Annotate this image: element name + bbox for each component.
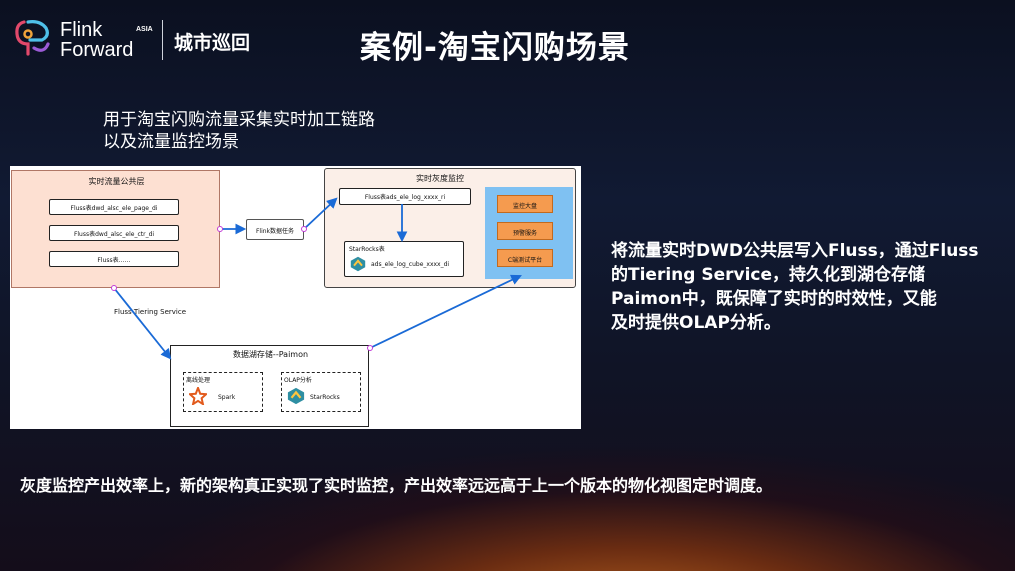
- gray-monitor-box: 实时灰度监控 Fluss表ads_ele_log_xxxx_ri StarRoc…: [324, 168, 576, 288]
- connector-dot: [367, 345, 373, 351]
- app-ctest-button: C端测试平台: [497, 249, 553, 267]
- bottom-statement: 灰度监控产出效率上，新的架构真正实现了实时监控，产出效率远远高于上一个版本的物化…: [20, 476, 773, 495]
- right-description: 将流量实时DWD公共层写入Fluss，通过Fluss 的Tiering Serv…: [611, 239, 1007, 335]
- right-text-line-2-prefix: 的: [611, 265, 628, 285]
- starrocks-label: StarRocks: [310, 394, 340, 401]
- architecture-diagram: 实时流量公共层 Fluss表dwd_alsc_ele_page_di Fluss…: [10, 166, 581, 429]
- app-alert-button: 预警服务: [497, 222, 553, 240]
- public-layer-title: 实时流量公共层: [88, 177, 145, 186]
- app-dashboard-label: 监控大盘: [512, 203, 537, 210]
- subtitle: 用于淘宝闪购流量采集实时加工链路 以及流量监控场景: [103, 109, 375, 153]
- connector-dot: [217, 226, 223, 232]
- public-table-2: Fluss表dwd_alsc_ele_ctr_di: [49, 225, 179, 241]
- public-table-3: Fluss表……: [49, 251, 179, 267]
- right-text-line-2-suffix: ，持久化到湖仓存储: [772, 265, 926, 285]
- monitor-starrocks-table: StarRocks表 ads_ele_log_cube_xxxx_di: [344, 241, 464, 277]
- public-table-1: Fluss表dwd_alsc_ele_page_di: [49, 199, 179, 215]
- monitor-fluss-table: Fluss表ads_ele_log_xxxx_ri: [339, 188, 471, 205]
- right-text-tiering-service: Tiering Service: [628, 265, 773, 285]
- public-table-3-label: Fluss表……: [97, 257, 131, 264]
- city-tour-label: 城市巡回: [174, 32, 251, 54]
- right-text-line-4: 及时提供OLAP分析。: [611, 313, 781, 333]
- olap-analysis-label: OLAP分析: [284, 377, 312, 384]
- app-dashboard-button: 监控大盘: [497, 195, 553, 213]
- monitor-starrocks-table-label: StarRocks表: [349, 246, 385, 253]
- public-table-1-label: Fluss表dwd_alsc_ele_page_di: [70, 205, 158, 212]
- arrow-flink-to-fluss: [303, 197, 338, 230]
- spark-icon: [189, 387, 207, 405]
- connector-dot: [111, 285, 117, 291]
- arrow-lake-to-apps: [369, 274, 522, 349]
- starrocks-icon: [287, 387, 305, 405]
- logo-line-forward: Forward: [60, 39, 134, 61]
- flink-forward-logo-icon: [15, 20, 50, 56]
- page-title: 案例-淘宝闪购场景: [360, 30, 630, 66]
- logo-divider: [162, 20, 163, 60]
- lake-title: 数据湖存储--Paimon: [232, 350, 309, 359]
- logo-line-flink: Flink: [60, 19, 103, 41]
- subtitle-line-2: 以及流量监控场景: [103, 132, 239, 152]
- gray-monitor-title: 实时灰度监控: [416, 174, 464, 183]
- spark-label: Spark: [218, 394, 236, 401]
- monitor-starrocks-table-name: ads_ele_log_cube_xxxx_di: [371, 261, 450, 268]
- logo-wordmark: Flink Forward: [60, 20, 133, 60]
- logo-asia: ASIA: [136, 26, 153, 33]
- public-table-2-label: Fluss表dwd_alsc_ele_ctr_di: [73, 231, 155, 238]
- tiering-service-label: Fluss Tiering Service: [114, 308, 187, 316]
- arrow-public-to-lake: [113, 287, 172, 360]
- olap-analysis-box: OLAP分析 StarRocks: [281, 372, 361, 412]
- flink-task-label: Flink数据任务: [255, 228, 295, 235]
- offline-processing-label: 离线处理: [186, 377, 211, 384]
- public-layer-box: 实时流量公共层 Fluss表dwd_alsc_ele_page_di Fluss…: [11, 170, 220, 288]
- right-text-line-2: 的Tiering Service，持久化到湖仓存储: [611, 263, 1007, 287]
- right-text-line-1: 将流量实时DWD公共层写入Fluss，通过Fluss: [611, 241, 979, 261]
- subtitle-line-1: 用于淘宝闪购流量采集实时加工链路: [103, 110, 375, 130]
- apps-panel: 监控大盘 预警服务 C端测试平台: [485, 187, 573, 279]
- starrocks-icon: [350, 256, 366, 272]
- offline-processing-box: 离线处理 Spark: [183, 372, 263, 412]
- diagram-connectors: [111, 197, 522, 360]
- app-ctest-label: C端测试平台: [507, 257, 543, 264]
- monitor-fluss-table-label: Fluss表ads_ele_log_xxxx_ri: [364, 194, 446, 201]
- lake-box: 数据湖存储--Paimon 离线处理 Spark OLAP分析 StarRock…: [170, 345, 369, 427]
- app-alert-label: 预警服务: [512, 230, 537, 237]
- right-text-line-3: Paimon中，既保障了实时的时效性，又能: [611, 289, 937, 309]
- connector-dot: [301, 226, 307, 232]
